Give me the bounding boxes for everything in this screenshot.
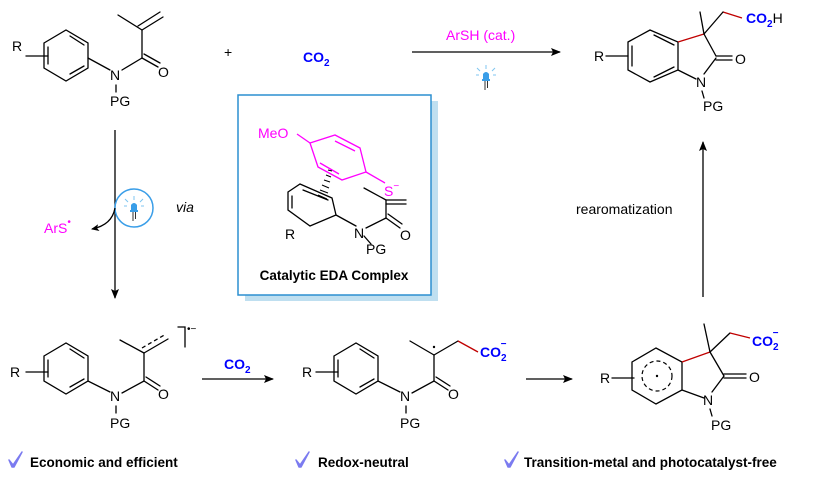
- pg-label: PG: [711, 417, 731, 433]
- eda-nitrogen-label: N: [354, 225, 364, 241]
- product-molecule: R CO2H O N PG: [594, 10, 783, 114]
- product-oxygen-label: O: [735, 51, 746, 67]
- carboxylate-label: CO2−: [480, 339, 507, 364]
- product-pg-label: PG: [703, 98, 723, 114]
- substituent-label: R: [10, 364, 20, 380]
- eda-pg-label: PG: [366, 241, 386, 257]
- co2-arrow-label: CO2: [224, 356, 251, 376]
- carboxylate-radical-molecule: R N PG O CO2−: [302, 339, 507, 431]
- pg-label: PG: [110, 415, 130, 431]
- methoxy-label: MeO: [258, 125, 288, 141]
- substituent-label: R: [302, 364, 312, 380]
- substrate-molecule: R N PG O: [12, 11, 169, 109]
- feature-item: Redox-neutral: [295, 451, 409, 470]
- nitrogen-label: N: [110, 67, 120, 83]
- cyclized-radical-molecule: R CO2− O N PG: [600, 323, 779, 433]
- feature-label: Economic and efficient: [30, 455, 178, 470]
- radical-anion-charge: •−: [187, 324, 197, 335]
- oxygen-label: O: [158, 64, 169, 80]
- via-label: via: [176, 199, 194, 215]
- nitrogen-label: N: [703, 392, 713, 408]
- oxygen-label: O: [749, 369, 760, 385]
- product-nitrogen-label: N: [696, 74, 706, 90]
- check-icon: [295, 451, 310, 468]
- feature-label: Transition-metal and photocatalyst-free: [524, 455, 777, 470]
- product-substituent-label: R: [594, 48, 604, 64]
- plus-sign: +: [224, 44, 232, 60]
- substituent-label: R: [600, 370, 610, 386]
- eda-substituent-label: R: [285, 226, 295, 242]
- protecting-group-label: PG: [110, 93, 130, 109]
- nitrogen-label: N: [400, 388, 410, 404]
- led-light-icon: [475, 64, 497, 91]
- co2-reagent: CO2: [303, 49, 330, 69]
- substituent-label: R: [12, 38, 22, 54]
- side-product-label: ArS•: [44, 217, 71, 236]
- rearomatization-label: rearomatization: [576, 201, 673, 217]
- oxygen-label: O: [158, 386, 169, 402]
- curved-side-arrow: [91, 207, 116, 232]
- feature-item: Transition-metal and photocatalyst-free: [504, 451, 777, 470]
- carboxylic-acid-label: CO2H: [746, 10, 783, 30]
- feature-item: Economic and efficient: [8, 451, 178, 470]
- feature-label: Redox-neutral: [318, 455, 409, 470]
- nitrogen-label: N: [110, 388, 120, 404]
- check-icon: [8, 451, 23, 468]
- oxygen-label: O: [448, 386, 459, 402]
- check-icon: [504, 451, 519, 468]
- radical-anion-molecule: R N PG O •−: [10, 324, 197, 431]
- catalyst-label: ArSH (cat.): [446, 27, 515, 43]
- eda-oxygen-label: O: [400, 227, 411, 243]
- eda-complex-box: MeO S− R N PG O Catalytic EDA Complex: [237, 94, 438, 301]
- thiolate-label: S−: [384, 181, 399, 199]
- pg-label: PG: [400, 415, 420, 431]
- cyclized-carboxylate-label: CO2−: [752, 328, 779, 353]
- radical-dot: [432, 345, 436, 349]
- eda-caption: Catalytic EDA Complex: [260, 268, 409, 283]
